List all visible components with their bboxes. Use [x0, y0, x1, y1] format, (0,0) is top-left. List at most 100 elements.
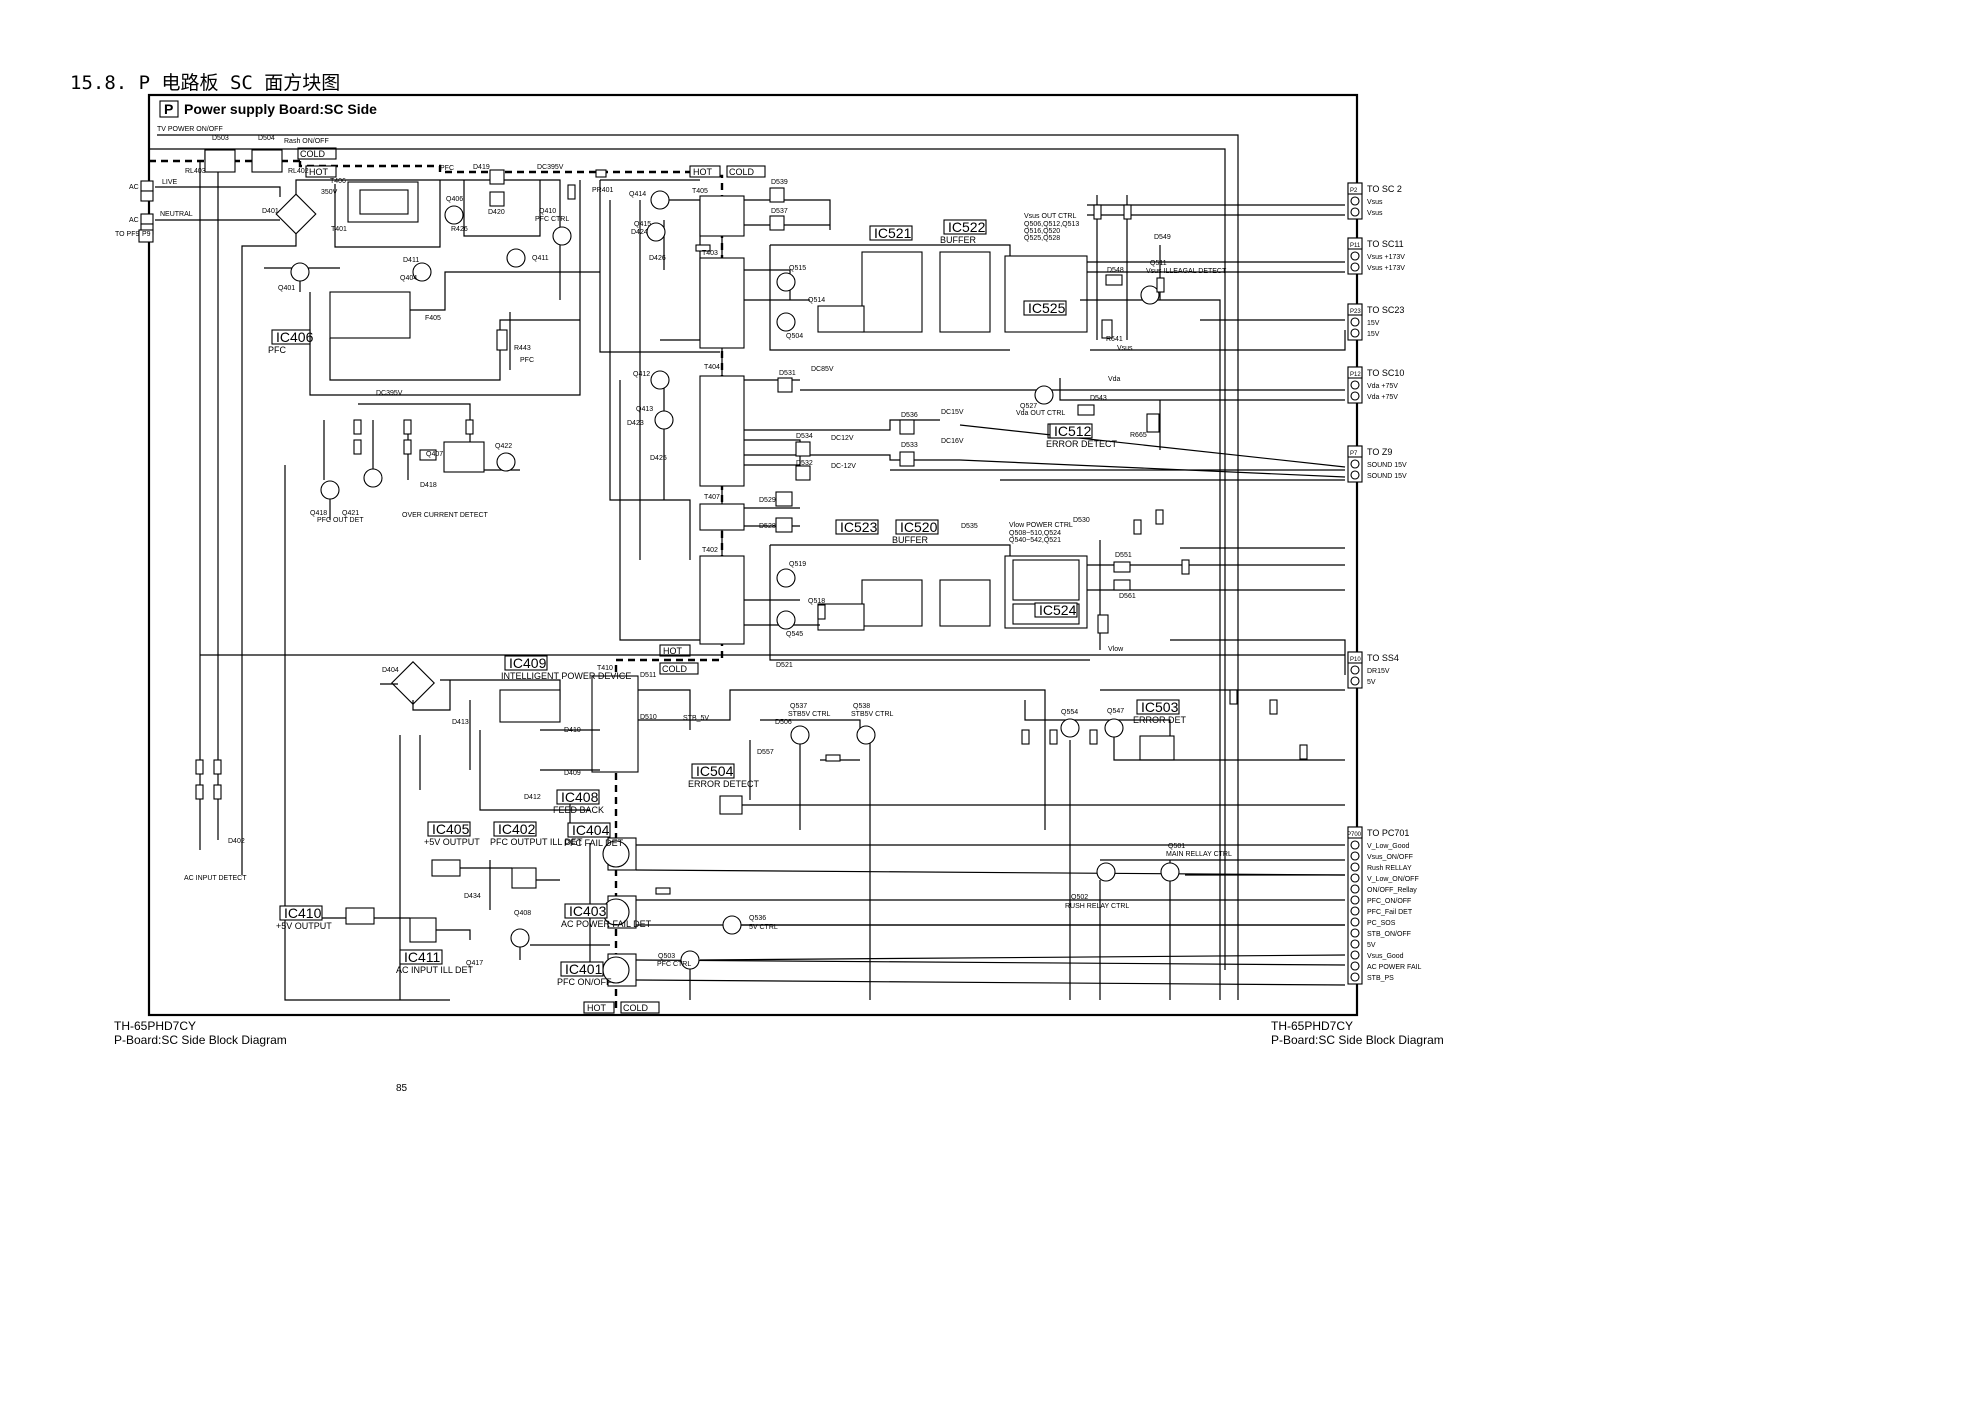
component-label: D543: [1090, 395, 1107, 402]
component-label: R443: [514, 345, 531, 352]
ic-function-label: BUFFER: [940, 235, 977, 245]
component-label: OVER CURRENT DETECT: [402, 512, 489, 519]
connector-id-box: [1347, 826, 1363, 839]
ic-box: [493, 821, 537, 837]
connector-title: TO Z9: [1367, 447, 1392, 457]
component-label: D539: [771, 179, 788, 186]
connector-pin: [1350, 328, 1360, 338]
connector-pin-label: 5V: [1367, 679, 1376, 686]
connector-pin-label: Vsus +173V: [1367, 265, 1405, 272]
ic-function-label: ERROR DET: [1133, 715, 1187, 725]
ic-function-label: +5V OUTPUT: [276, 921, 332, 931]
connector-pin: [1350, 196, 1360, 206]
component-label: PFC: [520, 357, 534, 364]
connector-pin-label: 5V: [1367, 942, 1376, 949]
connector-pin-label: SOUND 15V: [1367, 462, 1407, 469]
connector-pin-label: DR15V: [1367, 668, 1390, 675]
component-label: R641: [1106, 336, 1123, 343]
ic-label: IC411: [404, 949, 441, 965]
component-label: Q413: [636, 406, 653, 413]
component-label: 5V CTRL: [749, 924, 778, 931]
connector-pin: [1350, 906, 1360, 916]
ic-box: [556, 789, 600, 805]
wiring: [150, 134, 1346, 1001]
component-label: Q422: [495, 443, 512, 450]
component-label: Q527: [1020, 403, 1037, 410]
component-label: D511: [640, 672, 656, 679]
ic-box: [869, 225, 913, 241]
component-label: D434: [464, 893, 481, 900]
component-label: Q417: [466, 960, 483, 967]
ic-label: IC404: [572, 822, 610, 838]
component-label: D532: [796, 460, 813, 467]
board-frame: [147, 93, 1359, 1017]
ic-function-label: PFC: [268, 345, 287, 355]
component-label: D534: [796, 433, 813, 440]
component-label: PFC: [440, 165, 454, 172]
ic-function-label: +5V OUTPUT: [424, 837, 480, 847]
component-label: D548: [1107, 267, 1124, 274]
left-connector-label: P9: [142, 231, 151, 238]
component-label: T403: [702, 250, 718, 257]
ic-label: IC408: [561, 789, 599, 805]
ic-label: IC409: [509, 655, 547, 671]
connector-title: TO SC 2: [1367, 184, 1402, 194]
component-label: D426: [649, 255, 666, 262]
ic-box: [564, 903, 608, 919]
component-label: Q418: [310, 510, 327, 517]
connector-pin-label: Vsus: [1367, 199, 1383, 206]
component-label: Q519: [789, 561, 806, 568]
ic-function-label: ERROR DETECT: [1046, 439, 1118, 449]
isolation-boundary: [149, 159, 724, 1010]
cold-tag: COLD: [623, 1003, 649, 1013]
component-label: Q545: [786, 631, 803, 638]
connector-body: [1347, 826, 1363, 985]
component-label: Vda: [1108, 376, 1121, 383]
connector-pin: [1350, 884, 1360, 894]
component-label: Q408: [514, 910, 531, 917]
hot-tag: HOT: [309, 167, 329, 177]
component-label: MAIN RELLAY CTRL: [1166, 851, 1232, 858]
ic-label: IC503: [1141, 699, 1179, 715]
board-badge-box: [159, 100, 179, 118]
component-label: Q554: [1061, 709, 1078, 716]
component-label: STB5V CTRL: [788, 711, 831, 718]
component-label: D531: [779, 370, 796, 377]
component-label: Q407: [426, 451, 443, 458]
connector-id-box: [1347, 182, 1363, 195]
connector-pin-label: Vsus_Good: [1367, 953, 1404, 960]
ic-box: [567, 822, 611, 838]
component-label: D504: [258, 135, 275, 142]
component-label: Q538: [853, 703, 870, 710]
connector-id: P700: [1347, 832, 1362, 838]
ic-box: [560, 961, 604, 977]
component-label: STB5V CTRL: [851, 711, 894, 718]
left-connector-label: TV POWER ON/OFF: [157, 126, 223, 133]
component-label: D528: [759, 523, 776, 530]
component-label: D533: [901, 442, 918, 449]
component-label: D409: [564, 770, 581, 777]
component-label: R665: [1130, 432, 1147, 439]
left-connector-label: LIVE: [162, 179, 178, 186]
ic-function-label: PFC FAIL DET: [564, 838, 624, 848]
ic-label: IC406: [276, 329, 314, 345]
ic-box: [399, 949, 443, 965]
ic-label: IC402: [498, 821, 536, 837]
connector-id-box: [1347, 445, 1363, 458]
component-label: RL403: [185, 168, 206, 175]
left-connector-label: Rash ON/OFF: [284, 138, 329, 145]
connector-id-box: [1347, 303, 1363, 316]
connector-pin: [1350, 851, 1360, 861]
component-label: D419: [473, 164, 490, 171]
component-label: Q504: [786, 333, 803, 340]
cold-tag: COLD: [300, 149, 326, 159]
component-label: Q536: [749, 915, 766, 922]
component-label: DC395V: [537, 164, 564, 171]
component-label: T407: [704, 494, 720, 501]
component-label: RL402: [288, 168, 309, 175]
ic-box: [279, 905, 323, 921]
ic-label: IC403: [569, 903, 607, 919]
footer-right-caption: P-Board:SC Side Block Diagram: [1271, 1033, 1444, 1047]
